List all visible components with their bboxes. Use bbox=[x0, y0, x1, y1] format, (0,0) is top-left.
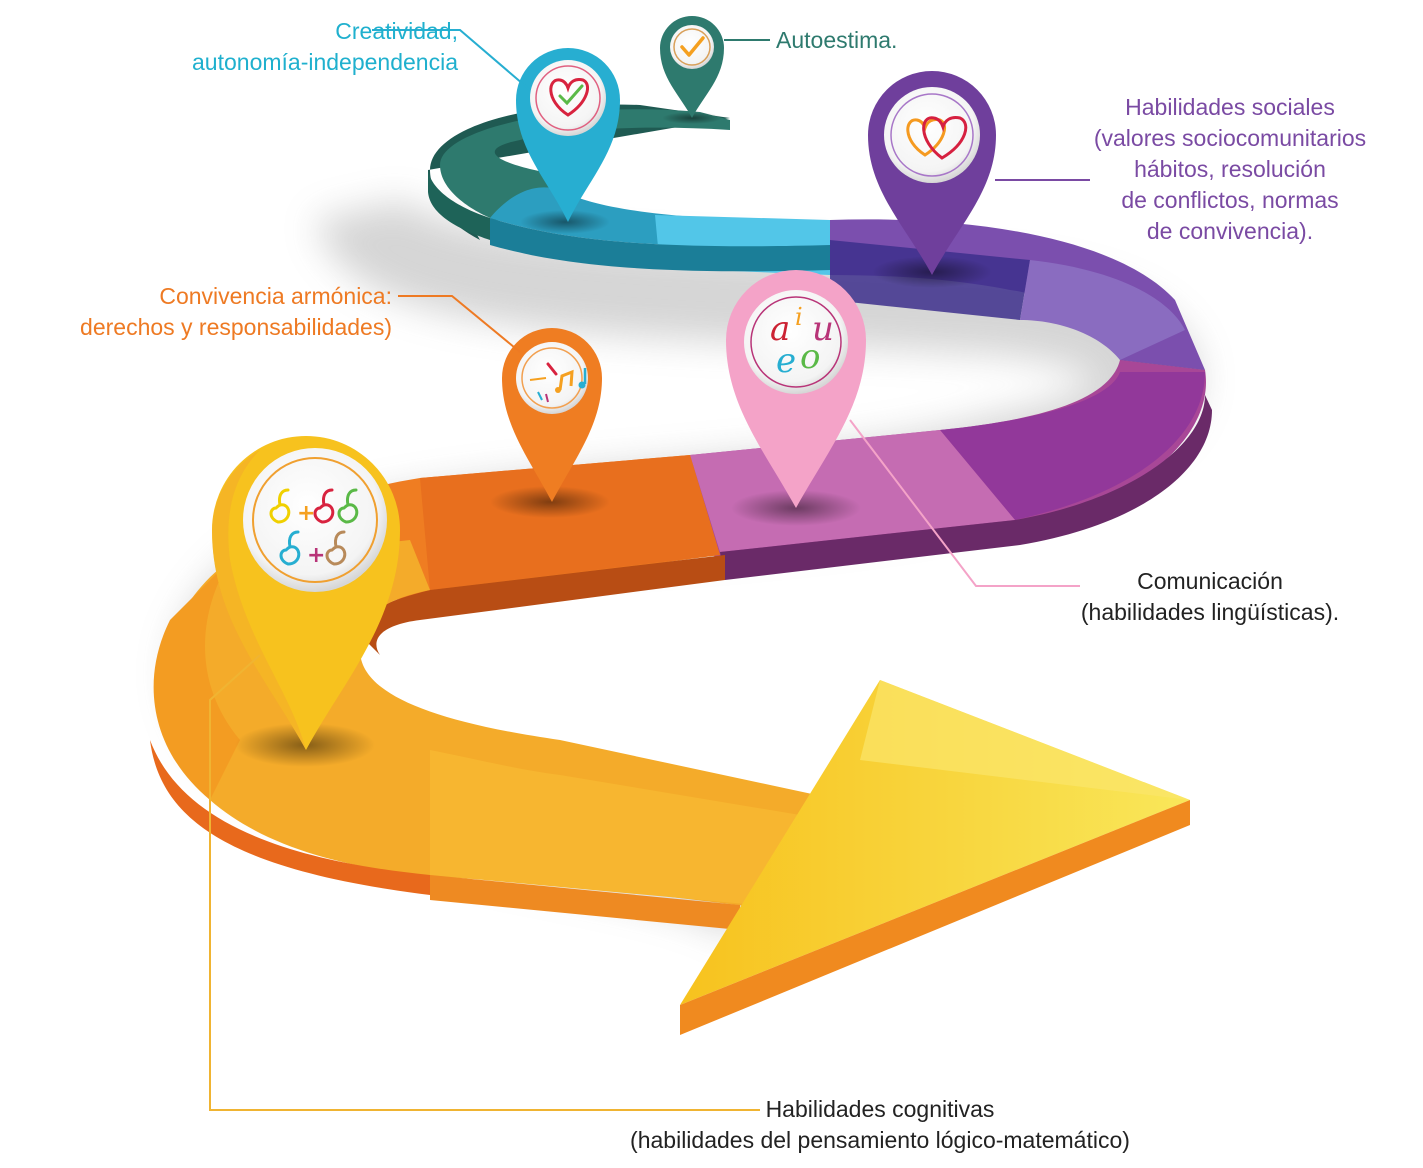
label-autoestima-line-1: Autoestima. bbox=[776, 27, 898, 53]
label-creatividad: Creatividad, autonomía-independencia bbox=[140, 16, 458, 78]
pin-creatividad bbox=[516, 48, 620, 222]
pin-habilidades-sociales bbox=[868, 71, 996, 275]
road-arrow-head bbox=[680, 680, 1190, 1035]
connector-creatividad bbox=[372, 29, 531, 91]
plus-sign-bottom: + bbox=[307, 543, 325, 568]
plus-sign-top: + bbox=[297, 501, 315, 526]
label-habilidades-sociales: Habilidades sociales (valores sociocomun… bbox=[1060, 92, 1400, 247]
label-habilidades-sociales-line-3: hábitos, resolución bbox=[1134, 156, 1326, 182]
music-notes-icon bbox=[529, 362, 587, 403]
label-habilidades-sociales-line-5: de convivencia). bbox=[1146, 218, 1314, 244]
vowel-i: i bbox=[795, 303, 803, 331]
apple-addition-icon: + + bbox=[269, 488, 359, 568]
connector-cognitivas bbox=[209, 654, 760, 1111]
label-autoestima: Autoestima. bbox=[776, 25, 897, 56]
label-comunicacion-line-2: (habilidades lingüísticas). bbox=[1080, 599, 1340, 625]
label-habilidades-sociales-line-2: (valores sociocomunitarios bbox=[1093, 125, 1367, 151]
label-convivencia: Convivencia armónica: derechos y respons… bbox=[20, 281, 392, 343]
vowels-icon: a i u e o bbox=[770, 303, 834, 381]
pin-comunicacion: a i u e o bbox=[726, 270, 866, 508]
label-creatividad-line-2: autonomía-independencia bbox=[192, 49, 458, 75]
heart-check-icon bbox=[549, 78, 589, 117]
label-cognitivas-line-1: Habilidades cognitivas bbox=[765, 1096, 995, 1122]
vowel-e: e bbox=[776, 341, 796, 381]
double-heart-icon bbox=[906, 116, 968, 160]
label-comunicacion: Comunicación (habilidades lingüísticas). bbox=[1040, 566, 1380, 628]
pin-cognitivas: + + bbox=[212, 436, 400, 750]
label-comunicacion-line-1: Comunicación bbox=[1137, 568, 1283, 594]
pin-convivencia bbox=[502, 328, 602, 502]
connector-comunicacion bbox=[849, 419, 1080, 587]
label-cognitivas: Habilidades cognitivas (habilidades del … bbox=[560, 1094, 1200, 1156]
connector-convivencia bbox=[398, 295, 521, 353]
label-creatividad-line-1: Creatividad, bbox=[335, 18, 458, 44]
pin-autoestima bbox=[660, 16, 724, 118]
label-habilidades-sociales-line-1: Habilidades sociales bbox=[1125, 94, 1335, 120]
vowel-a: a bbox=[770, 309, 790, 349]
vowel-u: u bbox=[812, 309, 834, 349]
label-convivencia-line-1: Convivencia armónica: bbox=[159, 283, 392, 309]
check-icon bbox=[680, 36, 705, 57]
label-habilidades-sociales-line-4: de conflictos, normas bbox=[1121, 187, 1339, 213]
label-convivencia-line-2: derechos y responsabilidades) bbox=[80, 314, 392, 340]
vowel-o: o bbox=[800, 337, 820, 377]
connector-lines bbox=[209, 29, 1090, 1111]
label-cognitivas-line-2: (habilidades del pensamiento lógico-mate… bbox=[630, 1127, 1130, 1153]
